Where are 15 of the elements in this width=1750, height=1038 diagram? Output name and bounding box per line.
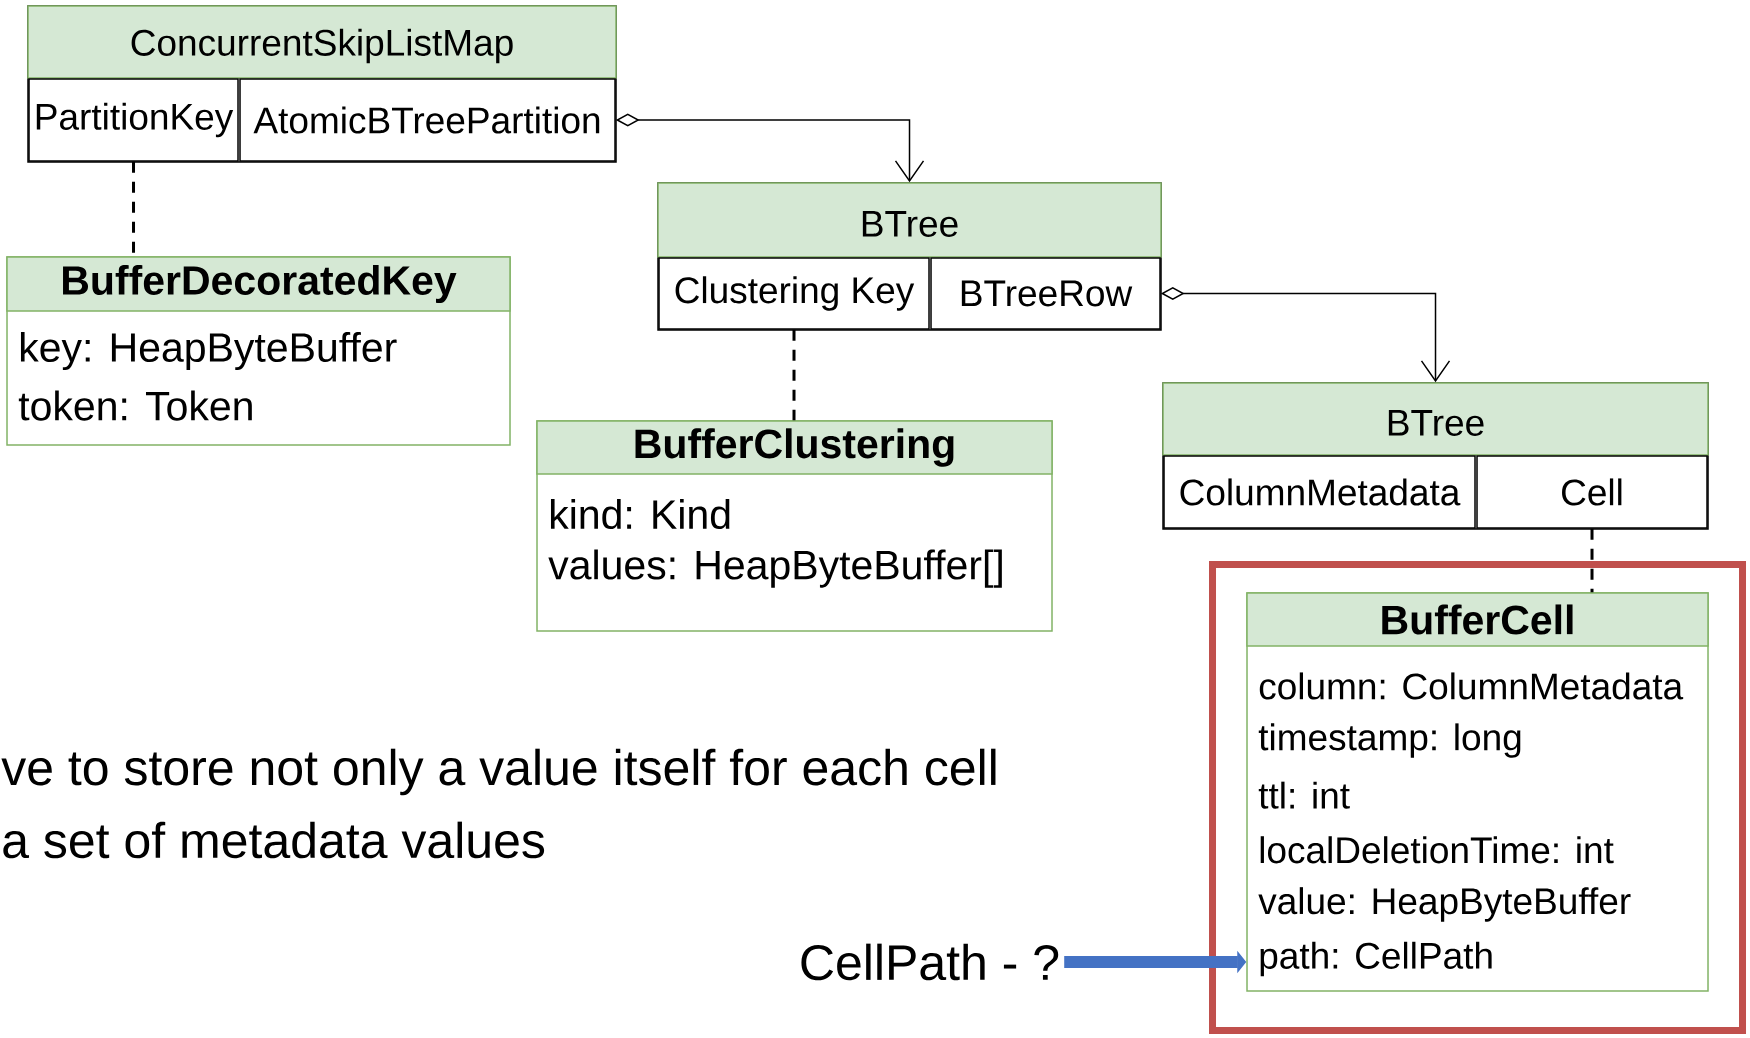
- connector-line: [1590, 528, 1594, 593]
- table-cell: ColumnMetadata: [1163, 455, 1476, 529]
- table-cell: AtomicBTreePartition: [239, 78, 616, 162]
- highlight-frame: [1209, 561, 1746, 1034]
- note-text: CellPath - ?: [801, 943, 1059, 981]
- connector-line: [792, 329, 796, 421]
- table-cell: PartitionKey: [28, 78, 239, 162]
- class-box: BufferCell column: ColumnMetadata timestamp: long ttl: int localDeletionTime: int value: HeapByteBuffer path: CellPath: [1246, 592, 1709, 992]
- body-text: a set of metadata values: [3, 821, 545, 859]
- table-cell: BTreeRow: [930, 257, 1161, 330]
- body-text: ve to store not only a value itself for each cell: [1, 748, 996, 796]
- class-box: BufferDecoratedKey key: HeapByteBuffer token: Token: [6, 256, 511, 446]
- table-cell: Cell: [1476, 455, 1708, 529]
- class-box: BufferClustering kind: Kind values: HeapByteBuffer[]: [536, 420, 1053, 632]
- table-cell: Clustering Key: [658, 257, 930, 330]
